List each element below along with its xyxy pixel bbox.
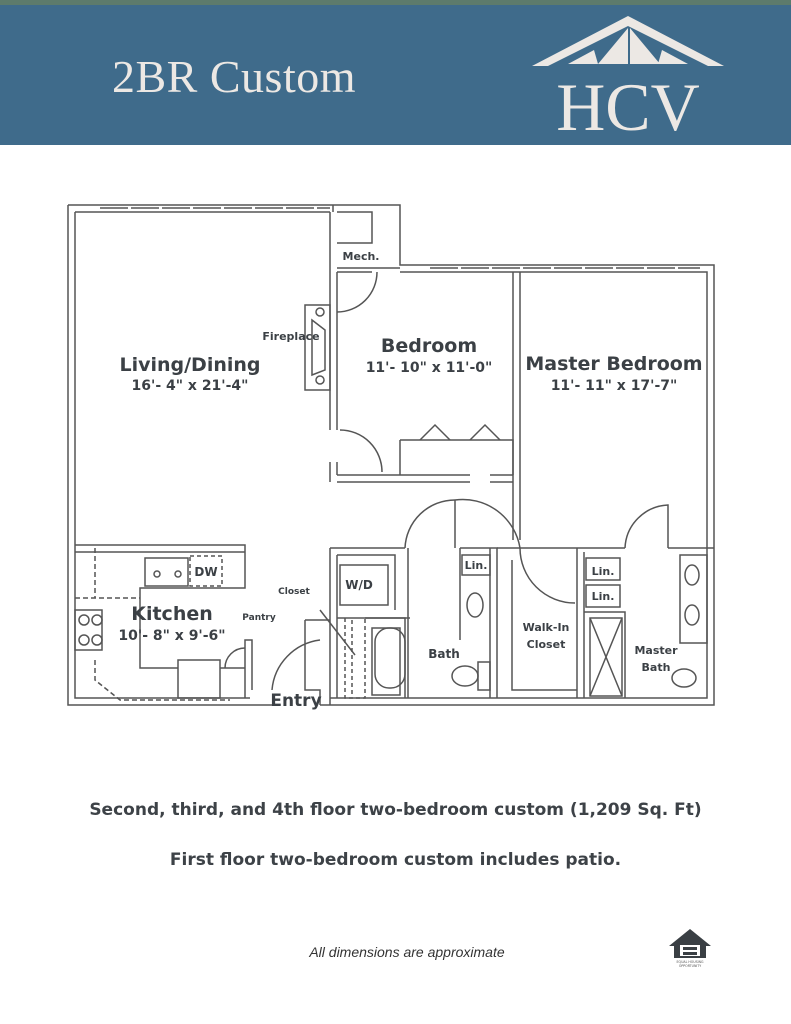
dimensions-note: All dimensions are approximate [309,944,505,960]
bedroom-dims: 11'- 10" x 11'-0" [366,360,493,376]
logo-text: HCV [556,69,700,137]
room-labels: Living/Dining 16'- 4" x 21'-4" Bedroom 1… [118,250,702,711]
kitchen-dims: 10'- 8" x 9'-6" [118,628,225,644]
pantry-label: Pantry [242,613,276,623]
closet-label: Closet [278,587,310,597]
master-bedroom-dims: 11'- 11" x 17'-7" [551,378,678,394]
svg-text:EQUAL HOUSING: EQUAL HOUSING [677,960,704,964]
entry-label: Entry [270,691,321,711]
linen-label: Lin. [465,559,488,572]
linen-label: Lin. [592,590,615,603]
hcv-logo: HCV [532,16,724,137]
master-bath-label-2: Bath [642,661,671,674]
washer-dryer-label: W/D [345,578,373,592]
top-accent-strip [0,0,791,5]
bedroom-label: Bedroom [381,335,477,357]
header-banner [0,5,791,145]
fireplace-label: Fireplace [262,330,319,343]
walk-in-closet-label-2: Closet [527,638,566,651]
living-dining-dims: 16'- 4" x 21'-4" [132,378,249,394]
kitchen-label: Kitchen [131,603,213,625]
svg-text:OPPORTUNITY: OPPORTUNITY [679,964,701,968]
mech-label: Mech. [343,250,380,263]
walk-in-closet-label: Walk-In [523,621,570,634]
dishwasher-label: DW [194,565,217,579]
bath-label: Bath [428,647,460,661]
master-bath-label: Master [634,644,678,657]
equal-housing-icon: EQUAL HOUSING OPPORTUNITY [669,929,711,968]
linen-label: Lin. [592,565,615,578]
caption-patio: First floor two-bedroom custom includes … [169,850,622,870]
master-bedroom-label: Master Bedroom [525,353,702,375]
page-title: 2BR Custom [112,51,357,102]
living-dining-label: Living/Dining [119,354,260,376]
caption-square-footage: Second, third, and 4th floor two-bedroom… [89,800,702,820]
